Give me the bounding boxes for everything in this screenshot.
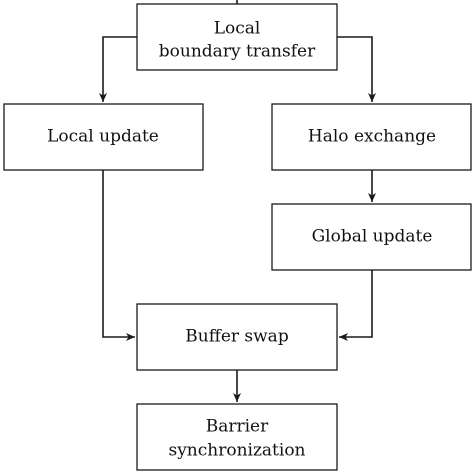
edge-local-update-to-buffer-swap xyxy=(102,170,135,341)
node-label: Buffer swap xyxy=(185,327,289,347)
node-label-line2: boundary transfer xyxy=(159,42,316,62)
node-barrier-synchronization: Barrier synchronization xyxy=(136,403,338,471)
node-halo-exchange: Halo exchange xyxy=(271,103,472,171)
edge-boundary-to-halo-exchange xyxy=(337,36,376,102)
node-box xyxy=(271,103,472,171)
edge-global-update-to-buffer-swap xyxy=(339,270,373,341)
node-local-update: Local update xyxy=(3,103,204,171)
node-label: Halo exchange xyxy=(308,127,436,147)
edge-boundary-to-local-update xyxy=(99,36,137,102)
node-label: Local update xyxy=(47,127,159,147)
node-box xyxy=(136,3,338,71)
node-box xyxy=(136,303,338,371)
node-box xyxy=(271,203,472,271)
node-label: Global update xyxy=(312,227,433,247)
node-local-boundary-transfer: Local boundary transfer xyxy=(136,3,338,71)
node-label-line1: Local xyxy=(214,19,261,39)
node-box xyxy=(136,403,338,471)
node-label-line1: Barrier xyxy=(206,417,269,437)
node-box xyxy=(3,103,204,171)
node-label-line2: synchronization xyxy=(168,441,305,461)
node-buffer-swap: Buffer swap xyxy=(136,303,338,371)
node-global-update: Global update xyxy=(271,203,472,271)
